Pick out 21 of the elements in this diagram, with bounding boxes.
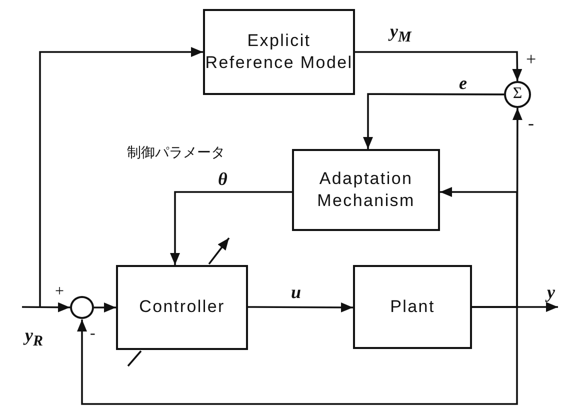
process-box: Adaptation Mechanism: [292, 149, 440, 231]
process-box: Plant: [353, 265, 472, 349]
summing-junction: Σ: [504, 81, 531, 108]
sign-label: +: [55, 284, 64, 300]
arrow: [77, 306, 518, 405]
summing-junction: [70, 296, 94, 319]
sign-label: -: [528, 114, 534, 132]
arrow: [248, 302, 353, 312]
arrow: [363, 93, 504, 149]
arrow: [170, 191, 292, 265]
edge-label: θ: [217, 170, 228, 188]
arrow: [22, 302, 70, 312]
process-box: Controller: [116, 265, 248, 350]
arrow: [355, 51, 522, 81]
arrow: [39, 47, 203, 307]
process-box: Explicit Reference Model: [203, 9, 355, 95]
sign-label: +: [526, 50, 536, 68]
arrow: [94, 302, 116, 312]
parameter-label: 制御パラメータ: [127, 146, 225, 160]
sign-label: -: [90, 326, 96, 342]
arrow: [440, 187, 518, 308]
